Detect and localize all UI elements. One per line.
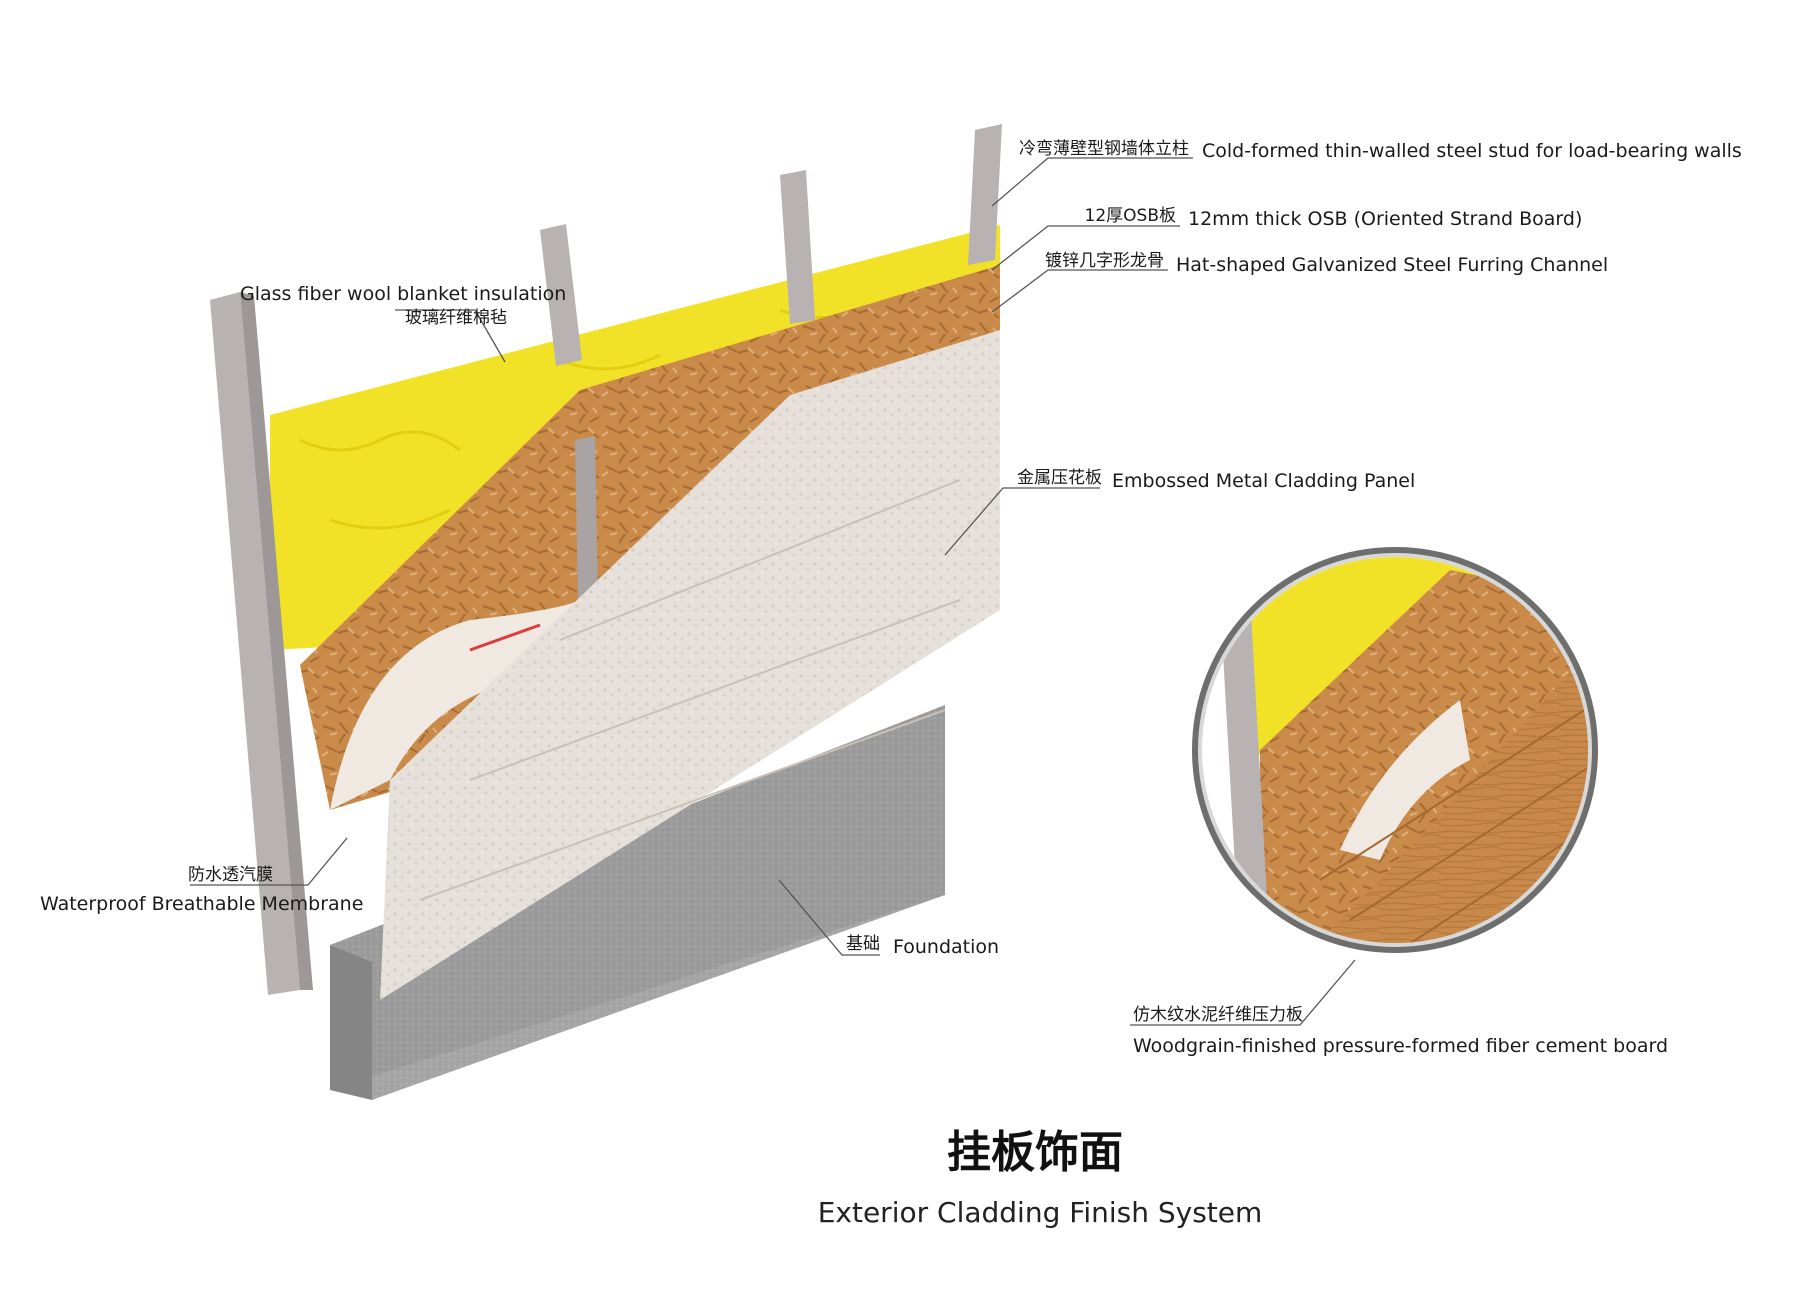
- label-membrane-zh: 防水透汽膜: [188, 865, 273, 885]
- label-fiber-cement-zh: 仿木纹水泥纤维压力板: [1133, 1005, 1303, 1025]
- label-furring-en: Hat-shaped Galvanized Steel Furring Chan…: [1176, 254, 1608, 276]
- label-insulation-en: Glass fiber wool blanket insulation: [240, 283, 566, 305]
- title-zh: 挂板饰面: [947, 1127, 1123, 1178]
- label-foundation-zh: 基础: [846, 934, 880, 954]
- label-foundation-en: Foundation: [893, 936, 999, 958]
- label-membrane-en: Waterproof Breathable Membrane: [40, 893, 363, 915]
- label-fiber-cement-en: Woodgrain-finished pressure-formed fiber…: [1133, 1035, 1668, 1057]
- label-stud-en: Cold-formed thin-walled steel stud for l…: [1202, 140, 1742, 162]
- leader-lines: [190, 157, 1356, 1026]
- embossed-metal-cladding: [380, 330, 1000, 1000]
- foundation-block: [330, 705, 945, 1100]
- label-stud-zh: 冷弯薄壁型钢墙体立柱: [1019, 139, 1189, 159]
- steel-studs: [210, 124, 1002, 995]
- label-cladding-en: Embossed Metal Cladding Panel: [1112, 470, 1415, 492]
- label-osb-zh: 12厚OSB板: [1085, 206, 1176, 226]
- label-osb-en: 12mm thick OSB (Oriented Strand Board): [1188, 208, 1582, 230]
- label-furring-zh: 镀锌几字形龙骨: [1045, 251, 1164, 271]
- magnifier-circle-detail: [1192, 547, 1598, 953]
- label-cladding-zh: 金属压花板: [1017, 468, 1102, 488]
- label-insulation-zh: 玻璃纤维棉毡: [405, 308, 507, 328]
- title-en: Exterior Cladding Finish System: [818, 1196, 1263, 1229]
